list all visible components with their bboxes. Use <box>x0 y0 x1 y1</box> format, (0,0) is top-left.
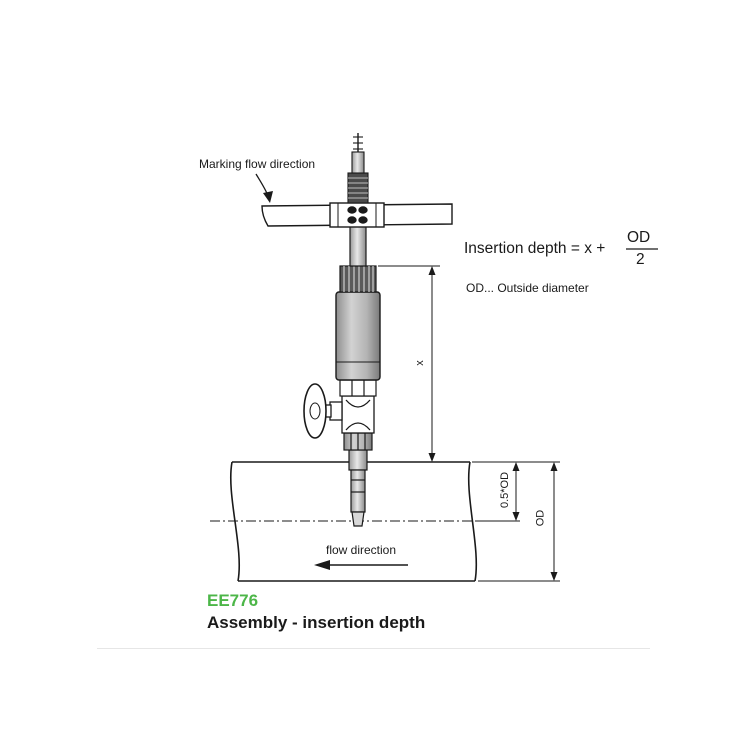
union-nut <box>339 379 377 397</box>
knurled-collar <box>339 265 377 293</box>
od-definition-note: OD... Outside diameter <box>466 281 589 295</box>
flow-direction-arrow <box>314 560 408 570</box>
marking-leader-arrow <box>255 173 273 203</box>
sensor-housing <box>335 291 381 381</box>
footer-divider <box>97 648 650 649</box>
formula-denominator: 2 <box>636 251 645 268</box>
formula-numerator: OD <box>627 229 651 246</box>
dimension-half-od-label: 0.5*OD <box>499 471 512 509</box>
flow-direction-label: flow direction <box>326 543 397 557</box>
insertion-depth-formula: Insertion depth = x + <box>464 240 606 257</box>
cable-connector <box>347 133 369 204</box>
dimension-x-label: x <box>413 360 426 366</box>
marking-handle <box>261 202 453 228</box>
figure-caption: Assembly - insertion depth <box>207 613 426 632</box>
marking-flow-direction-label: Marking flow direction <box>199 157 316 171</box>
compression-fitting <box>343 432 373 451</box>
dimension-x <box>378 265 440 462</box>
valve-handle <box>303 383 327 439</box>
probe-rod <box>349 221 367 267</box>
probe-tip <box>348 449 368 527</box>
pipe-right-break <box>467 461 478 582</box>
product-code: EE776 <box>207 591 259 610</box>
dimension-od <box>478 462 560 582</box>
dimension-half-od <box>472 461 560 522</box>
dimension-od-label: OD <box>534 509 547 527</box>
